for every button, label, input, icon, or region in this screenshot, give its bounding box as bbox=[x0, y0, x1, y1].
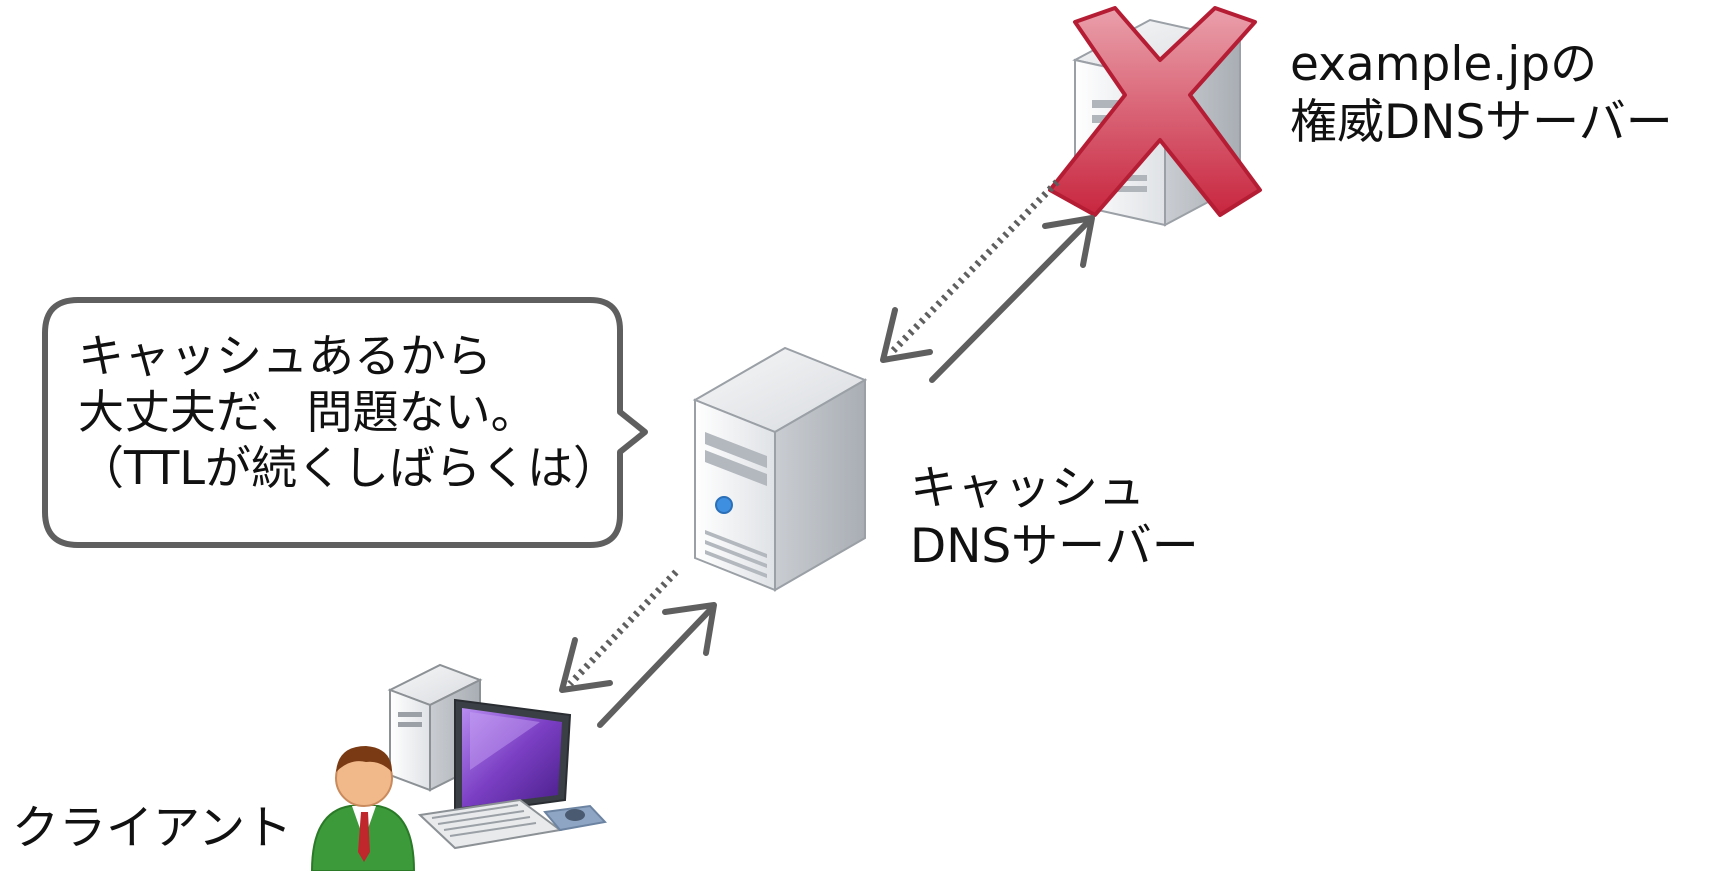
client-label: クライアント bbox=[12, 801, 293, 856]
query-arrow-to-cache bbox=[597, 602, 717, 728]
query-arrow-to-authoritative bbox=[929, 215, 1095, 383]
user-person-icon bbox=[310, 746, 416, 871]
authoritative-label-line1: example.jpの bbox=[1290, 37, 1598, 92]
bubble-line1: キャッシュあるから bbox=[78, 329, 492, 383]
bubble-line3: （TTLが続くしばらくは） bbox=[78, 441, 620, 495]
cache-label-line2: DNSサーバー bbox=[910, 519, 1199, 574]
response-arrow-from-authoritative-dotted bbox=[880, 179, 1060, 363]
cache-server-icon bbox=[692, 346, 868, 592]
response-arrow-from-cache-dotted bbox=[559, 569, 679, 693]
authoritative-label-line2: 権威DNSサーバー bbox=[1290, 95, 1673, 150]
authoritative-server-label: example.jpの 権威DNSサーバー bbox=[1290, 36, 1673, 152]
speech-bubble bbox=[42, 297, 648, 548]
client-computer-icon bbox=[387, 663, 607, 850]
speech-bubble-text: キャッシュあるから 大丈夫だ、問題ない。 （TTLが続くしばらくは） bbox=[78, 328, 619, 496]
cache-server-label: キャッシュ DNSサーバー bbox=[910, 460, 1199, 576]
bubble-line2: 大丈夫だ、問題ない。 bbox=[78, 385, 537, 439]
cache-label-line1: キャッシュ bbox=[910, 461, 1145, 516]
